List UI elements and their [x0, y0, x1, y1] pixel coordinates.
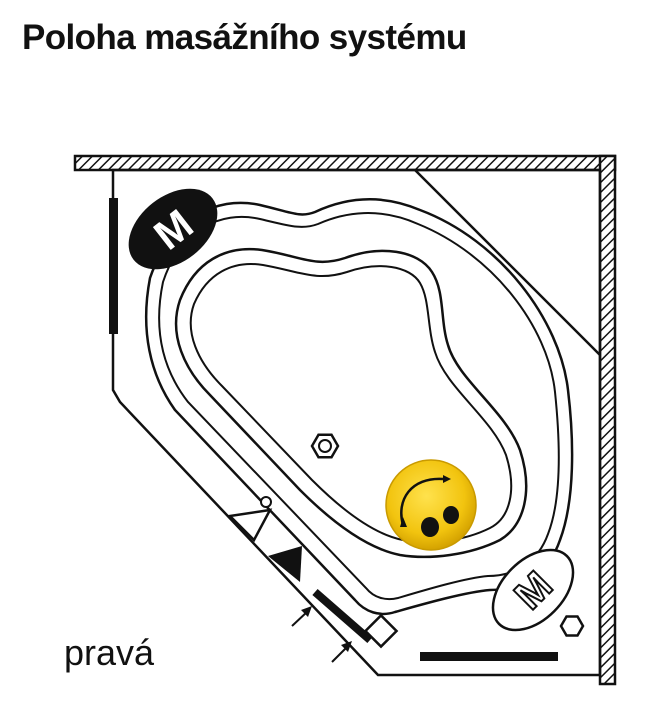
side-panel-bar-left: [109, 198, 118, 334]
wall-top: [73, 154, 617, 172]
service-arrow-icon: [268, 546, 302, 582]
front-panel-segment: [312, 588, 373, 644]
tub-basin-inner: [189, 263, 513, 544]
pillow-icon: M: [128, 188, 218, 270]
wall-right: [598, 154, 617, 686]
tub-outer-contour: [111, 168, 602, 677]
service-arrow-icon: [291, 606, 312, 627]
tub-skirt-line: [414, 169, 601, 356]
tub-basin-outer: [174, 247, 528, 559]
side-panel-bar-bottom: [420, 652, 558, 661]
page-title: Poloha masážního systému: [22, 18, 467, 57]
tub-rim-inner: [158, 212, 560, 601]
pillow-icon: M: [491, 548, 575, 632]
corner-box-icon: [363, 613, 399, 649]
hexagon-jet-icon: [559, 615, 585, 637]
valve-symbol-icon: [227, 496, 273, 543]
drain-icon: [310, 433, 340, 459]
service-arrow-icon: [331, 641, 352, 663]
tub-rim-outer: [144, 197, 574, 616]
yellow-smiley-control-icon: [385, 459, 477, 551]
orientation-label: pravá: [64, 632, 155, 673]
